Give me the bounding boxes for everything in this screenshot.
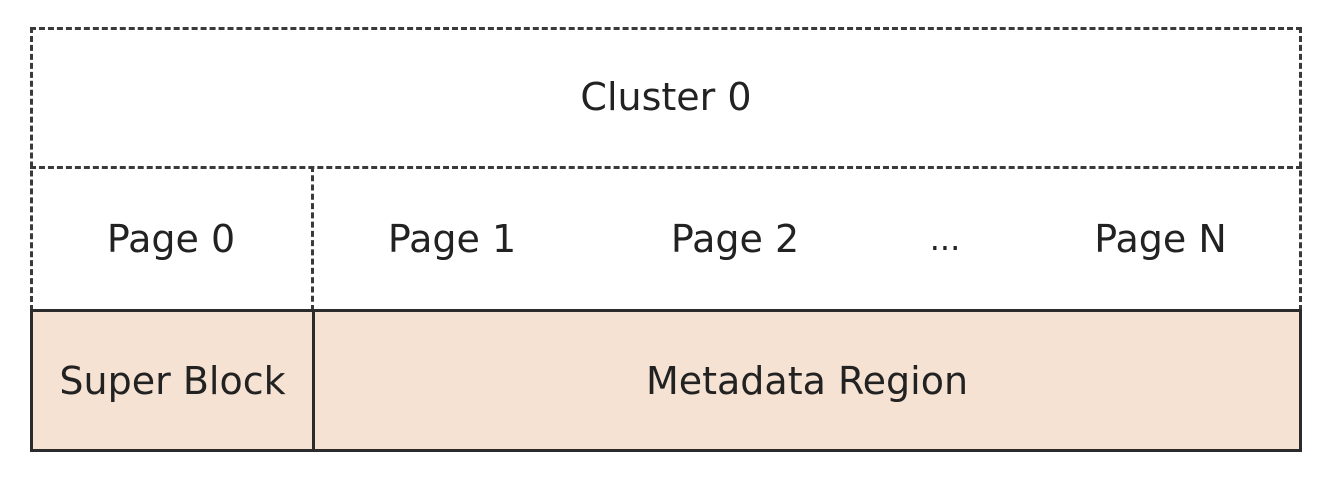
- page0-label: Page 0: [106, 216, 236, 261]
- page2-label: Page 2: [670, 216, 800, 261]
- metadata-region-label: Metadata Region: [645, 358, 969, 403]
- page0-cell: Page 0: [30, 166, 312, 311]
- cluster-page-divider: [30, 166, 1302, 169]
- cluster-top-border: [30, 27, 1302, 30]
- pageN-cell: Page N: [1078, 166, 1243, 311]
- pageN-label: Page N: [1094, 216, 1227, 261]
- cluster-row: Cluster 0: [30, 27, 1302, 166]
- page1-cell: Page 1: [372, 166, 532, 311]
- cluster-label: Cluster 0: [580, 74, 752, 119]
- page2-cell: Page 2: [655, 166, 815, 311]
- super-block-region: Super Block: [30, 309, 315, 452]
- page1-label: Page 1: [387, 216, 517, 261]
- right-dashed-border: [1299, 27, 1302, 311]
- ellipsis-cell: ...: [905, 166, 985, 311]
- left-dashed-border: [30, 27, 33, 311]
- super-block-label: Super Block: [59, 358, 286, 403]
- page-ellipsis: ...: [929, 219, 961, 258]
- page0-divider: [311, 166, 314, 311]
- metadata-region: Metadata Region: [312, 309, 1302, 452]
